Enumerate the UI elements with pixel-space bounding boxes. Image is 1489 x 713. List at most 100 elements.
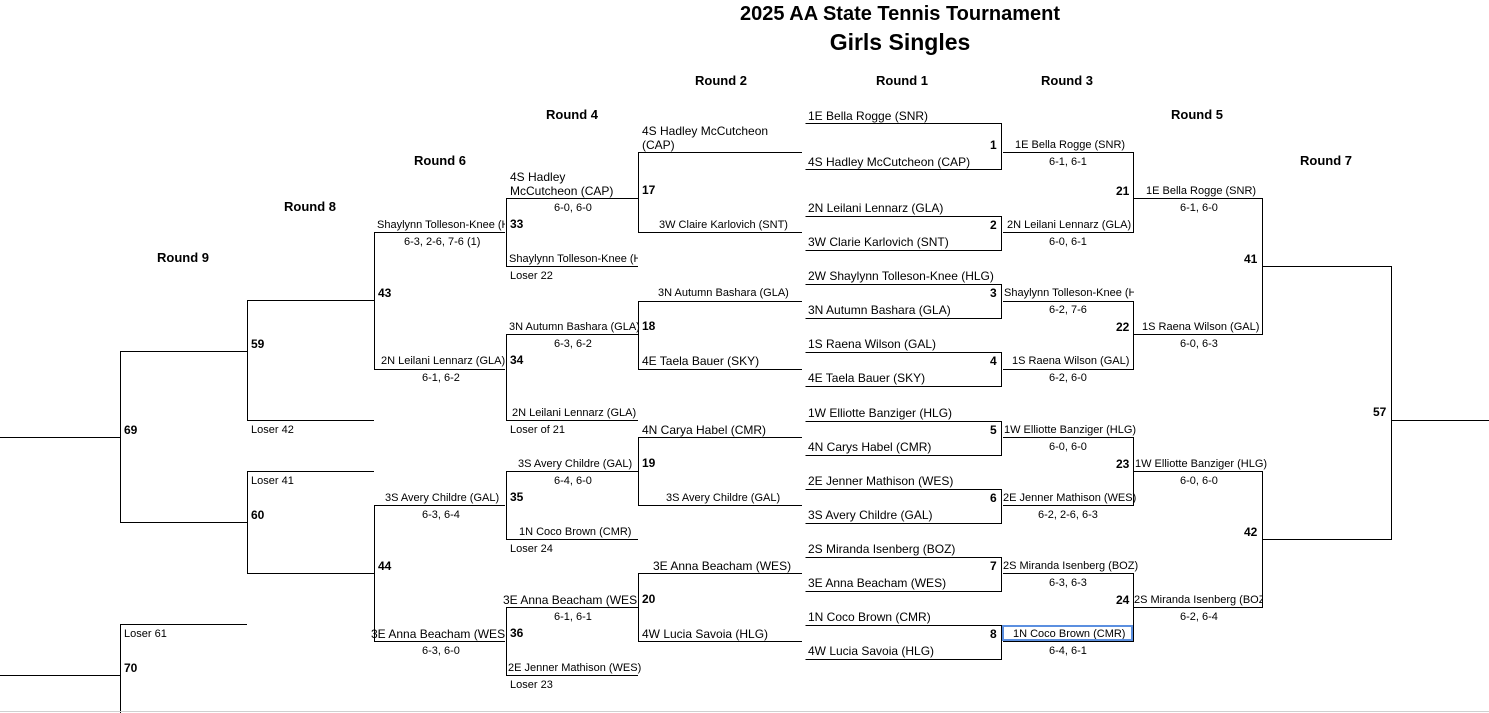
player-name[interactable]: Shaylynn Tolleson-Knee (H <box>1004 287 1134 299</box>
player-name[interactable]: 3S Avery Childre (GAL) <box>518 458 633 470</box>
loser-source: Loser of 21 <box>510 424 566 436</box>
player-name[interactable]: 3W Clarie Karlovich (SNT) <box>808 235 949 249</box>
match-number: 17 <box>642 183 656 197</box>
match-number: 34 <box>510 353 524 367</box>
match-number: 1 <box>990 138 997 152</box>
player-name[interactable]: 2S Miranda Isenberg (BOZ) <box>1003 560 1139 572</box>
loser-source: Loser 41 <box>251 475 294 487</box>
match-number: 5 <box>990 423 997 437</box>
player-name[interactable]: 3E Anna Beacham (WES) <box>808 576 947 590</box>
score: 6-2, 6-4 <box>1180 611 1218 623</box>
player-name[interactable]: 1W Elliotte Banziger (HLG) <box>1135 458 1268 470</box>
player-name[interactable]: 4E Taela Bauer (SKY) <box>642 354 760 368</box>
loser-source: Loser 42 <box>251 424 294 436</box>
match-number: 44 <box>378 559 392 573</box>
match-number: 70 <box>124 661 138 675</box>
player-name[interactable]: 3W Claire Karlovich (SNT) <box>659 219 788 231</box>
player-name[interactable]: 4N Carya Habel (CMR) <box>642 423 767 437</box>
player-name[interactable]: 1S Raena Wilson (GAL) <box>808 337 937 351</box>
match-number: 21 <box>1116 184 1130 198</box>
match-number: 35 <box>510 490 524 504</box>
player-name[interactable]: 4W Lucia Savoia (HLG) <box>642 627 769 641</box>
match-number: 3 <box>990 286 997 300</box>
score: 6-3, 6-2 <box>554 338 592 350</box>
player-name[interactable]: 3E Anna Beacham (WES <box>371 627 506 641</box>
round-2-label: Round 2 <box>695 73 747 88</box>
match-number: 60 <box>251 508 265 522</box>
player-name[interactable]: 1W Elliotte Banziger (HLG) <box>808 406 953 420</box>
match-number: 41 <box>1244 252 1258 266</box>
player-name[interactable]: 1N Coco Brown (CMR) <box>808 610 931 624</box>
round-8-label: Round 8 <box>284 199 336 214</box>
player-name[interactable]: 1E Bella Rogge (SNR) <box>1015 139 1126 151</box>
match-number: 33 <box>510 217 524 231</box>
score: 6-3, 2-6, 7-6 (1) <box>404 236 481 248</box>
score: 6-4, 6-0 <box>554 475 592 487</box>
match-number: 43 <box>378 286 392 300</box>
match-number: 18 <box>642 319 656 333</box>
match-number: 69 <box>124 423 138 437</box>
player-name[interactable]: 4S Hadley McCutcheon (CAP) <box>510 170 614 198</box>
player-name[interactable]: 4S Hadley McCutcheon (CAP) <box>808 155 971 169</box>
loser-source: Loser 24 <box>510 543 553 555</box>
player-name[interactable]: 1W Elliotte Banziger (HLG) <box>1004 424 1137 436</box>
selected-cell <box>1002 625 1133 641</box>
player-name[interactable]: 4E Taela Bauer (SKY) <box>808 371 926 385</box>
player-name[interactable]: 4S Hadley McCutcheon (CAP) <box>642 124 769 152</box>
player-name[interactable]: 1E Bella Rogge (SNR) <box>808 109 929 123</box>
score: 6-3, 6-4 <box>422 509 460 521</box>
player-name[interactable]: 2N Leilani Lennarz (GLA) <box>808 201 944 215</box>
player-name[interactable]: 2N Leilani Lennarz (GLA) <box>381 355 506 367</box>
player-name[interactable]: 3S Avery Childre (GAL) <box>385 492 500 504</box>
loser-source: Loser 22 <box>510 270 553 282</box>
match-number: 24 <box>1116 593 1130 607</box>
player-name[interactable]: 4N Carys Habel (CMR) <box>808 440 932 454</box>
player-name[interactable]: Shaylynn Tolleson-Knee (H <box>377 219 505 231</box>
match-number: 59 <box>251 337 265 351</box>
round-4-label: Round 4 <box>546 107 598 122</box>
player-name[interactable]: 1S Raena Wilson (GAL) <box>1012 355 1130 367</box>
loser-source: Loser 61 <box>124 628 167 640</box>
match-number: 22 <box>1116 320 1130 334</box>
player-name[interactable]: 2N Leilani Lennarz (GLA) <box>512 407 637 419</box>
score: 6-0, 6-0 <box>554 202 592 214</box>
match-number: 57 <box>1373 405 1387 419</box>
round-6-label: Round 6 <box>414 153 466 168</box>
event-subtitle: Girls Singles <box>829 29 971 55</box>
match-number: 2 <box>990 218 997 232</box>
round-5-label: Round 5 <box>1171 107 1223 122</box>
player-name[interactable]: Shaylynn Tolleson-Knee (H <box>509 253 638 265</box>
player-name[interactable]: 2E Jenner Mathison (WES) <box>508 662 642 674</box>
score: 6-2, 7-6 <box>1049 304 1087 316</box>
player-name[interactable]: 3N Autumn Bashara (GLA) <box>509 321 640 333</box>
player-name[interactable]: 2E Jenner Mathison (WES) <box>1003 492 1137 504</box>
score: 6-1, 6-2 <box>422 372 460 384</box>
score: 6-0, 6-0 <box>1180 475 1218 487</box>
player-name[interactable]: 3E Anna Beacham (WES) <box>653 559 792 573</box>
player-name[interactable]: 1N Coco Brown (CMR) <box>519 526 632 538</box>
player-name[interactable]: 3S Avery Childre (GAL) <box>666 492 781 504</box>
player-name[interactable]: 2S Miranda Isenberg (BOZ) <box>1134 594 1263 606</box>
loser-source: Loser 23 <box>510 679 553 691</box>
player-name[interactable]: 3N Autumn Bashara (GLA) <box>808 303 951 317</box>
player-name[interactable]: 1S Raena Wilson (GAL) <box>1142 321 1260 333</box>
player-name[interactable]: 2E Jenner Mathison (WES) <box>808 474 954 488</box>
player-name[interactable]: 3N Autumn Bashara (GLA) <box>658 287 789 299</box>
match-number: 20 <box>642 592 656 606</box>
tournament-title: 2025 AA State Tennis Tournament <box>739 3 1061 25</box>
match-number: 42 <box>1244 525 1258 539</box>
player-name[interactable]: 2S Miranda Isenberg (BOZ) <box>808 542 956 556</box>
player-name[interactable]: 3E Anna Beacham (WES <box>503 593 638 607</box>
score: 6-4, 6-1 <box>1049 645 1087 657</box>
player-name[interactable]: 2W Shaylynn Tolleson-Knee (HLG) <box>808 269 994 283</box>
player-name[interactable]: 2N Leilani Lennarz (GLA) <box>1007 219 1132 231</box>
round-3-label: Round 3 <box>1041 73 1093 88</box>
player-name[interactable]: 3S Avery Childre (GAL) <box>808 508 933 522</box>
player-name[interactable]: 1N Coco Brown (CMR) <box>1013 628 1126 640</box>
player-name[interactable]: 1E Bella Rogge (SNR) <box>1146 185 1257 197</box>
round-9-label: Round 9 <box>157 250 209 265</box>
player-name[interactable]: 4W Lucia Savoia (HLG) <box>808 644 935 658</box>
match-number: 7 <box>990 559 997 573</box>
match-number: 8 <box>990 627 997 641</box>
